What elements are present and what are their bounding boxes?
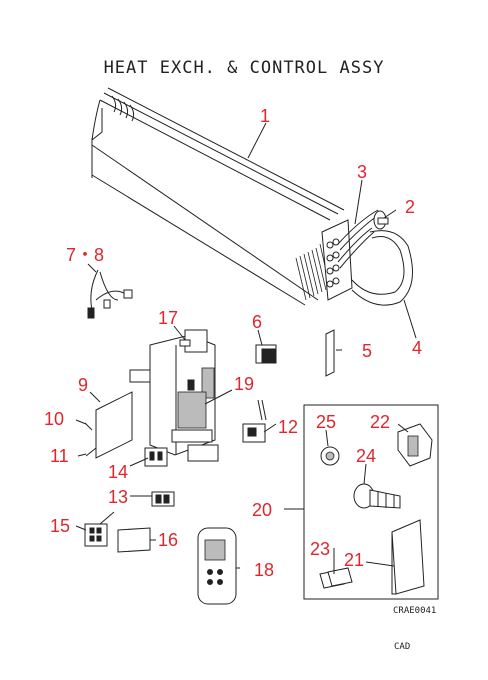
remote-holder-part [397, 423, 433, 467]
callout-7-8: 7・8 [66, 245, 104, 265]
callout-6: 6 [252, 312, 262, 332]
terminal-part [151, 491, 175, 507]
callouts: 1 2 3 4 5 6 7・8 9 10 11 12 13 14 15 16 1… [44, 106, 422, 580]
ring-part [320, 446, 340, 466]
fuse-part [84, 422, 93, 431]
callout-25: 25 [316, 412, 336, 432]
callout-24: 24 [356, 446, 376, 466]
pcb-assembly-part [177, 391, 207, 429]
connector-plug-part [242, 399, 267, 443]
callout-16: 16 [158, 530, 178, 550]
callout-15: 15 [50, 516, 70, 536]
callout-5: 5 [362, 341, 372, 361]
screw-anchor-part [353, 483, 401, 509]
pcb-plate-part [95, 391, 133, 459]
callout-22: 22 [370, 412, 390, 432]
callout-19: 19 [234, 374, 254, 394]
callout-12: 12 [278, 417, 298, 437]
drawing-code: CRAE0041 [393, 606, 436, 616]
callout-18: 18 [254, 560, 274, 580]
connector-part [84, 511, 115, 547]
relay-part [255, 344, 277, 364]
callout-1: 1 [260, 106, 270, 126]
label-sheet-part [117, 527, 151, 553]
leader-lines [75, 122, 417, 574]
callout-20: 20 [252, 500, 272, 520]
batteries-part [319, 567, 353, 589]
callout-17: 17 [158, 308, 178, 328]
callout-3: 3 [357, 162, 367, 182]
varistor-part [85, 447, 97, 457]
callout-4: 4 [412, 338, 422, 358]
callout-13: 13 [108, 487, 128, 507]
thermistor-sensor-part [87, 269, 133, 319]
footer-label: CAD [394, 642, 410, 652]
remote-control-part [197, 527, 237, 605]
callout-9: 9 [78, 375, 88, 395]
callout-2: 2 [405, 197, 415, 217]
callout-14: 14 [108, 462, 128, 482]
bracket-part [325, 329, 335, 377]
callout-10: 10 [44, 409, 64, 429]
terminal-block-part [144, 447, 168, 467]
heat-exchanger-part [91, 87, 413, 306]
diagram-title: HEAT EXCH. & CONTROL ASSY [103, 58, 385, 78]
callout-21: 21 [344, 550, 364, 570]
accessory-box [303, 404, 439, 600]
callout-23: 23 [310, 539, 330, 559]
manual-part [391, 519, 425, 595]
callout-11: 11 [50, 446, 69, 466]
